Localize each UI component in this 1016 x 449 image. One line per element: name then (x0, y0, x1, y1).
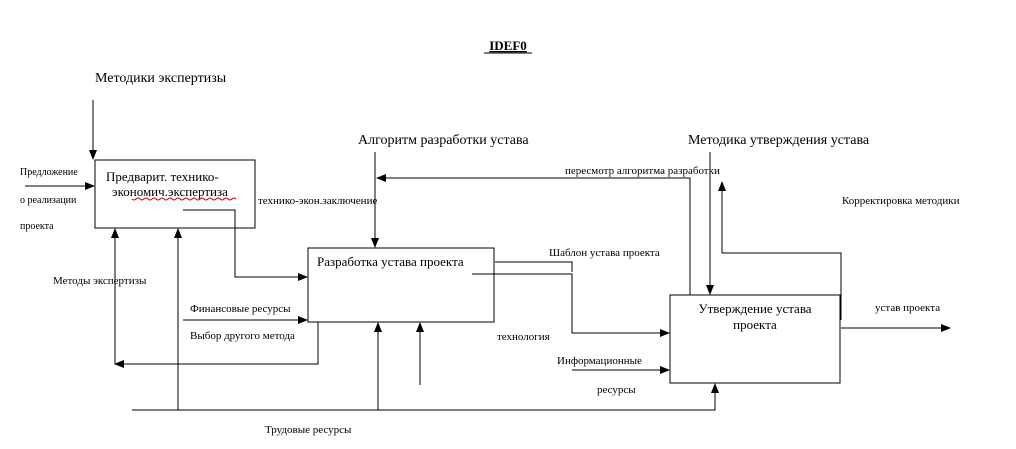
diagram-title: IDEF0 (489, 38, 527, 53)
box-charter-development-title: Разработка устава проекта (317, 254, 464, 269)
box-charter-approval-line2: проекта (733, 317, 777, 332)
arrow-algorithm-revision (376, 174, 691, 295)
arrow-choose-other-method (114, 321, 319, 368)
label-project-charter: устав проекта (875, 302, 940, 314)
label-info-resources-line1: Информационные (557, 355, 642, 367)
arrow-labor-resources (132, 383, 719, 411)
label-charter-template: Шаблон устава проекта (549, 247, 660, 259)
label-proposal-line3: проекта (20, 221, 54, 232)
box-charter-approval-line1: Утверждение устава (698, 301, 811, 316)
arrow-conclusion-to-development (183, 209, 308, 281)
label-methods-of-expertise-side: Методы экспертизы (53, 275, 147, 287)
label-proposal-line2: о реализации (20, 195, 77, 206)
label-charter-algorithm: Алгоритм разработки устава (358, 133, 529, 148)
label-proposal-line1: Предложение (20, 167, 78, 178)
arrow-technology-to-approval (472, 273, 670, 337)
label-methodology-correction: Корректировка методики (842, 195, 960, 207)
label-methods-of-expertise-top: Методики экспертизы (95, 71, 227, 86)
box-charter-development (307, 247, 495, 323)
label-choose-other-method: Выбор другого метода (190, 330, 295, 342)
box-preliminary-expertise-line1: Предварит. технико- (106, 169, 219, 184)
box-preliminary-expertise-line2: экономич.экспертиза (112, 184, 228, 199)
label-financial-resources: Финансовые ресурсы (190, 303, 291, 315)
spellcheck-underline (131, 197, 237, 201)
label-algorithm-revision: пересмотр алгоритма разработки (565, 165, 720, 177)
label-labor-resources: Трудовые ресурсы (265, 424, 352, 436)
label-tech-econ-conclusion: технико-экон.заключение (258, 195, 377, 207)
label-technology: технология (497, 331, 550, 343)
label-approval-methodology: Методика утверждения устава (688, 133, 870, 148)
label-info-resources-line2: ресурсы (597, 384, 636, 396)
box-charter-approval (669, 294, 841, 384)
arrow-template-to-approval (495, 261, 573, 272)
arrow-methodology-correction (718, 181, 842, 320)
